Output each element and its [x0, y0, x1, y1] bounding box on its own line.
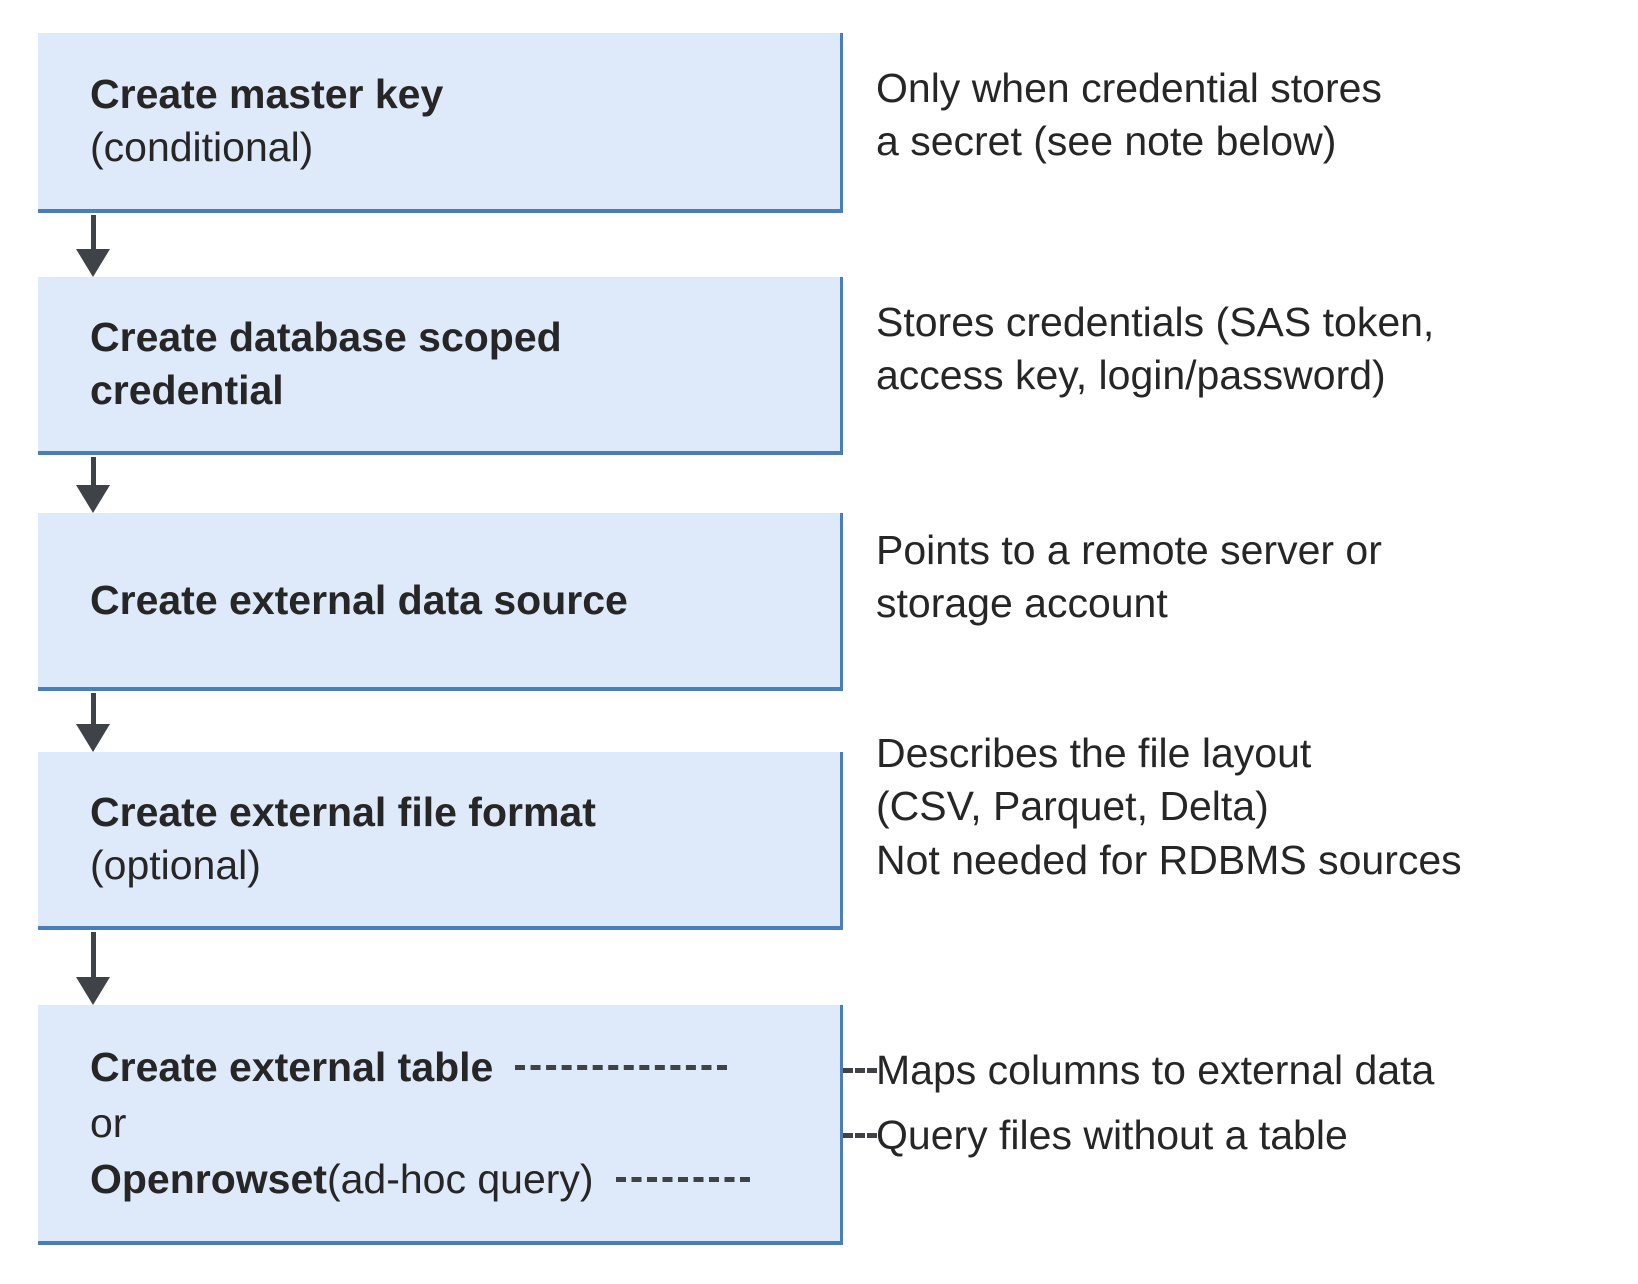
step-secondary-label: (conditional)	[90, 124, 314, 170]
note-line: Points to a remote server or	[876, 527, 1382, 573]
arrow-head	[76, 724, 110, 752]
note-line: Not needed for RDBMS sources	[876, 836, 1462, 883]
step-secondary-label: credential	[90, 367, 284, 413]
down-arrow-icon	[76, 932, 110, 1005]
dashed-connector-icon	[515, 1064, 728, 1070]
step-box-create-external-file-format[interactable]: Create external file format (optional)	[38, 752, 843, 930]
step-note-create-external-data-source: Points to a remote server or storage acc…	[876, 524, 1636, 631]
step-box-create-database-scoped-credential[interactable]: Create database scoped credential	[38, 277, 843, 455]
final-option-b-suffix: (ad-hoc query)	[326, 1155, 594, 1202]
arrow-shaft	[91, 932, 96, 979]
step-primary-label: Create database scoped	[90, 313, 562, 360]
arrow-shaft	[91, 215, 96, 251]
step-note-create-external-file-format: Describes the file layout (CSV, Parquet,…	[876, 727, 1636, 887]
step-box-create-external-table-or-openrowset[interactable]: Create external table or Openrowset (ad-…	[38, 1005, 843, 1245]
note-line: a secret (see note below)	[876, 118, 1337, 165]
step-box-create-external-data-source[interactable]: Create external data source	[38, 513, 843, 691]
arrow-shaft	[91, 457, 96, 487]
final-option-b-row[interactable]: Openrowset (ad-hoc query)	[90, 1151, 826, 1207]
dashed-connector-icon	[843, 1068, 877, 1073]
note-line: access key, login/password)	[876, 352, 1386, 399]
final-option-b-label: Openrowset	[90, 1155, 327, 1202]
final-option-b-note: Query files without a table	[876, 1112, 1348, 1158]
final-separator-row: or	[90, 1095, 826, 1151]
dashed-connector-icon	[615, 1176, 750, 1182]
step-primary-label: Create master key	[90, 70, 444, 117]
arrow-head	[76, 977, 110, 1005]
down-arrow-icon	[76, 457, 110, 513]
step-note-create-database-scoped-credential: Stores credentials (SAS token, access ke…	[876, 296, 1636, 403]
note-line: storage account	[876, 580, 1168, 627]
step-primary-label: Create external file format	[90, 788, 596, 835]
final-separator-label: or	[90, 1099, 127, 1146]
final-option-a-label: Create external table	[90, 1043, 494, 1090]
step-note-create-master-key: Only when credential stores a secret (se…	[876, 62, 1636, 169]
note-line: Stores credentials (SAS token,	[876, 299, 1435, 345]
final-option-a-note: Maps columns to external data	[876, 1047, 1435, 1093]
arrow-head	[76, 249, 110, 277]
note-line: Only when credential stores	[876, 65, 1382, 111]
arrow-head	[76, 485, 110, 513]
step-secondary-label: (optional)	[90, 842, 261, 888]
dashed-connector-icon	[843, 1133, 877, 1138]
down-arrow-icon	[76, 215, 110, 277]
down-arrow-icon	[76, 693, 110, 752]
arrow-shaft	[91, 693, 96, 726]
step-box-create-master-key[interactable]: Create master key (conditional)	[38, 33, 843, 213]
step-primary-label: Create external data source	[90, 577, 628, 624]
final-option-a-row[interactable]: Create external table	[90, 1039, 826, 1095]
note-line: (CSV, Parquet, Delta)	[876, 783, 1269, 830]
note-line: Describes the file layout	[876, 730, 1312, 776]
